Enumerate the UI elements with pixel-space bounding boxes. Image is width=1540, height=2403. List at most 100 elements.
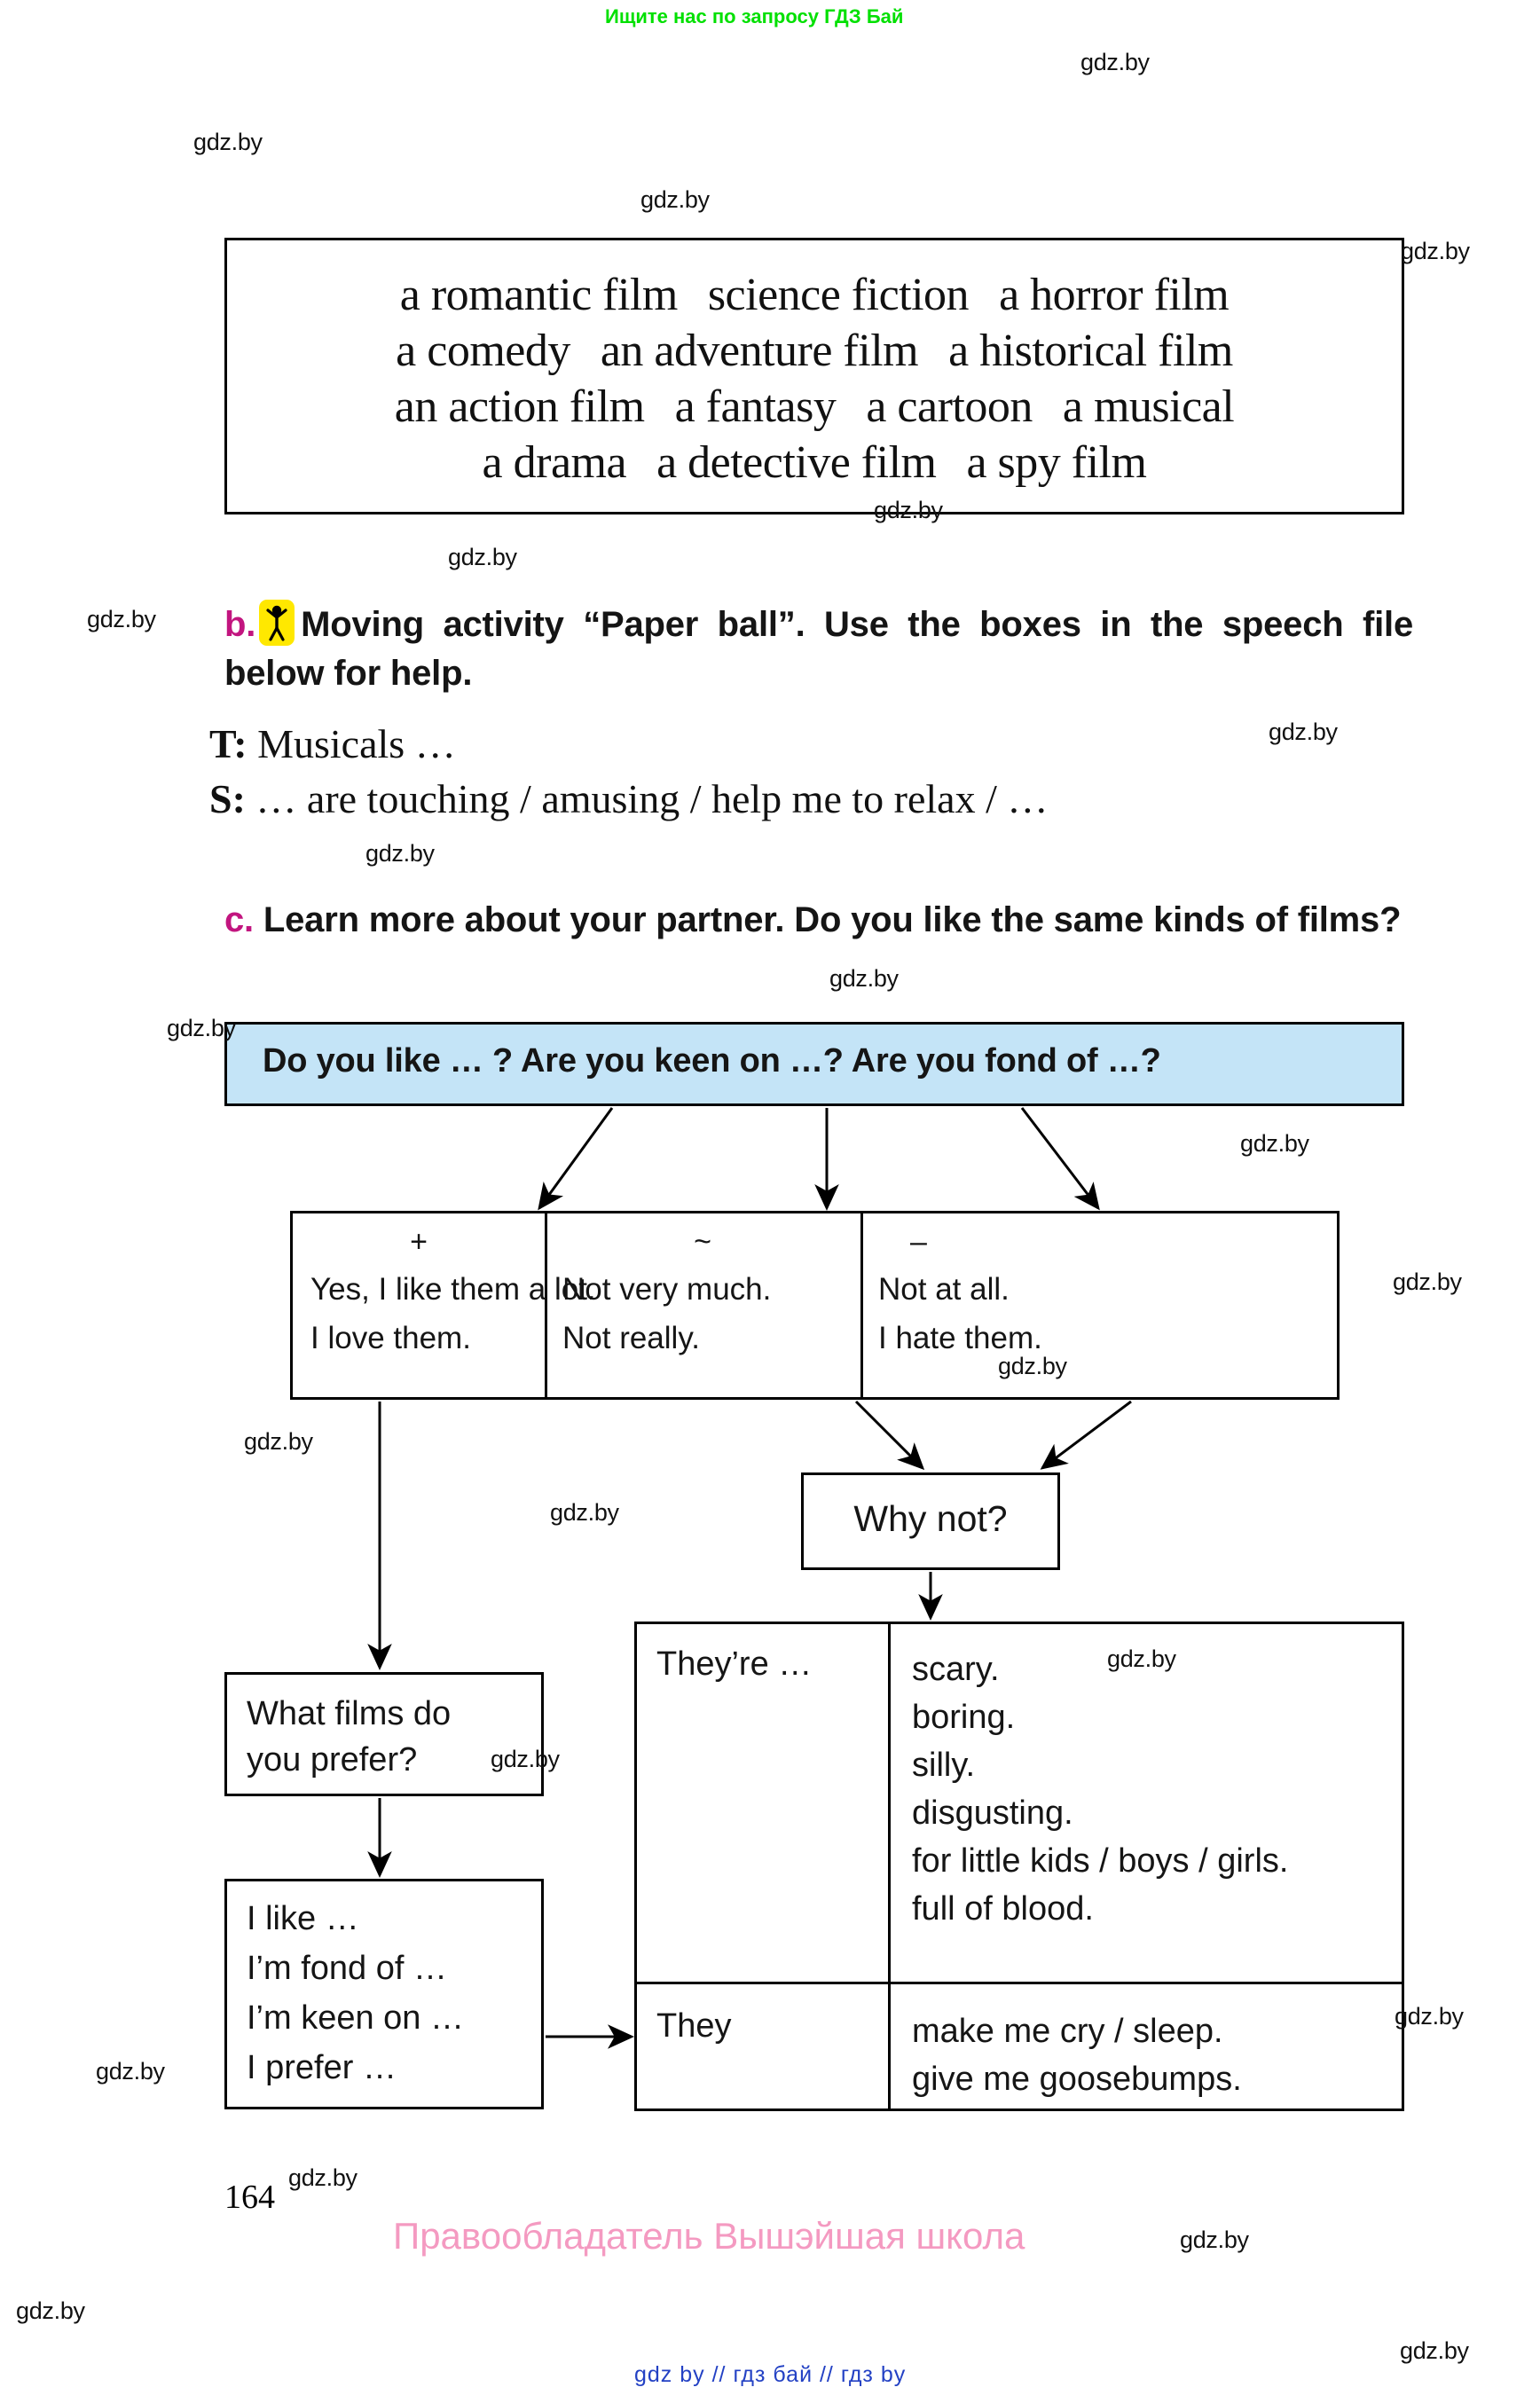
what-films-line: What films do — [247, 1695, 452, 1732]
film-word: a cartoon — [866, 381, 1033, 432]
dialogue-line: S: … are touching / amusing / help me to… — [209, 772, 1048, 827]
response-divider — [545, 1213, 547, 1397]
response-line: I hate them. — [878, 1321, 1042, 1355]
theyre-item: for little kids / boys / girls. — [912, 1842, 1289, 1880]
copyright-notice: Правообладатель Вышэйшая школа — [393, 2215, 1025, 2257]
watermark: gdz.by — [1180, 2226, 1249, 2253]
response-line: Not at all. — [878, 1272, 1010, 1307]
dialogue-text: Musicals … — [257, 721, 456, 766]
response-line: I love them. — [310, 1321, 471, 1355]
response-boxes-group: + Yes, I like them a lot. I love them. ~… — [290, 1211, 1340, 1400]
dialogue-speaker: S: — [209, 776, 246, 821]
table-row-divider — [637, 1982, 1402, 1984]
theyre-item: scary. — [912, 1651, 1000, 1688]
response-sign: – — [910, 1225, 927, 1259]
film-types-rows: a romantic film science fiction a horror f… — [227, 267, 1402, 491]
dialogue-speaker: T: — [209, 721, 248, 766]
watermark: gdz.by — [874, 497, 943, 523]
what-films-text: What films do you prefer? — [247, 1691, 451, 1783]
response-lines: Not at all. I hate them. — [860, 1260, 1342, 1362]
watermark: gdz.by — [96, 2058, 165, 2085]
watermark: gdz.by — [167, 1015, 236, 1041]
what-films-box: What films do you prefer? — [224, 1672, 544, 1796]
watermark: gdz.by — [288, 2164, 358, 2191]
task-b-letter: b. — [224, 605, 256, 644]
i-like-box: I like … I’m fond of … I’m keen on … I p… — [224, 1879, 544, 2109]
why-not-text: Why not? — [853, 1498, 1008, 1539]
task-c-letter: c. — [224, 900, 254, 939]
i-like-lines: I like … I’m fond of … I’m keen on … I p… — [247, 1894, 464, 2093]
i-like-line: I prefer … — [247, 2049, 397, 2086]
task-c-heading: c. Learn more about your partner. Do you… — [224, 896, 1413, 945]
film-word: an action film — [394, 381, 645, 432]
film-row: a romantic film science fiction a horror f… — [227, 267, 1402, 323]
i-like-line: I’m keen on … — [247, 1999, 464, 2037]
dialogue-line: T: Musicals … — [209, 717, 1048, 772]
film-word: a drama — [482, 437, 627, 488]
they-item: give me goosebumps. — [912, 2061, 1242, 2098]
response-line: Yes, I like them a lot. — [310, 1272, 596, 1307]
bottom-links: gdz by // гдз бай // гдз by — [634, 2362, 907, 2387]
watermark: gdz.by — [998, 1353, 1067, 1379]
task-b-heading: b.Moving activity “Paper ball”. Use the … — [224, 600, 1413, 698]
film-word: science fiction — [707, 270, 970, 320]
watermark: gdz.by — [550, 1499, 619, 1526]
watermark: gdz.by — [640, 186, 710, 213]
response-lines: Not very much. Not really. — [545, 1260, 860, 1362]
film-word: a fantasy — [674, 381, 837, 432]
film-word: a detective film — [656, 437, 937, 488]
theyre-item: full of blood. — [912, 1890, 1094, 1928]
response-negative: – Not at all. I hate them. — [860, 1213, 1342, 1397]
film-word: a spy film — [966, 437, 1147, 488]
top-banner-text: Ищите нас по запросу ГДЗ Бай — [605, 5, 904, 27]
film-word: a romantic film — [399, 270, 679, 320]
watermark: gdz.by — [193, 129, 263, 155]
watermark: gdz.by — [16, 2297, 85, 2324]
dialogue-block: T: Musicals … S: … are touching / amusin… — [209, 717, 1048, 827]
moving-activity-icon — [259, 600, 295, 646]
watermark: gdz.by — [1400, 2337, 1469, 2364]
watermark: gdz.by — [1401, 238, 1470, 264]
response-neutral: ~ Not very much. Not really. — [545, 1213, 860, 1397]
watermark: gdz.by — [829, 965, 899, 992]
table-column-divider — [888, 1624, 891, 2109]
i-like-line: I like … — [247, 1900, 359, 1937]
film-word: an adventure film — [600, 326, 919, 376]
page-number: 164 — [224, 2179, 275, 2216]
question-prompt-text: Do you like … ? Are you keen on …? Are y… — [263, 1042, 1161, 1080]
response-lines: Yes, I like them a lot. I love them. — [293, 1260, 596, 1362]
response-positive: + Yes, I like them a lot. I love them. — [293, 1213, 596, 1397]
watermark: gdz.by — [1107, 1645, 1176, 1672]
film-word: a historical film — [948, 326, 1233, 376]
response-sign: + — [410, 1225, 428, 1259]
film-types-box: a romantic film science fiction a horror f… — [224, 238, 1404, 514]
watermark: gdz.by — [1240, 1130, 1309, 1157]
theyre-item: disgusting. — [912, 1794, 1073, 1832]
watermark: gdz.by — [87, 606, 156, 632]
why-not-box: Why not? — [801, 1472, 1060, 1570]
task-c-text: Learn more about your partner. Do you li… — [263, 900, 1402, 939]
i-like-line: I’m fond of … — [247, 1950, 447, 1987]
task-b-text: Moving activity “Paper ball”. Use the bo… — [224, 605, 1413, 693]
film-row: a comedy an adventure film a historical fi… — [227, 323, 1402, 379]
watermark: gdz.by — [491, 1746, 560, 1772]
theyre-item: boring. — [912, 1699, 1016, 1736]
task-c: c. Learn more about your partner. Do you… — [224, 896, 1413, 945]
response-line: Not really. — [562, 1321, 700, 1355]
theyre-table: They’re … scary. boring. silly. disgusti… — [634, 1622, 1404, 2111]
watermark: gdz.by — [1393, 1268, 1462, 1295]
film-word: a horror film — [999, 270, 1230, 320]
theyre-label: They’re … — [656, 1645, 813, 1683]
theyre-items: scary. boring. silly. disgusting. for li… — [912, 1645, 1288, 1933]
what-films-line: you prefer? — [247, 1741, 418, 1779]
response-sign: ~ — [694, 1225, 711, 1259]
watermark: gdz.by — [1395, 2003, 1464, 2030]
film-row: a drama a detective film a spy film — [227, 435, 1402, 491]
theyre-item: silly. — [912, 1747, 976, 1784]
film-word: a comedy — [396, 326, 570, 376]
they-item: make me cry / sleep. — [912, 2013, 1223, 2050]
watermark: gdz.by — [1080, 49, 1150, 75]
they-label: They — [656, 2007, 732, 2045]
question-prompt-box: Do you like … ? Are you keen on …? Are y… — [224, 1022, 1404, 1106]
